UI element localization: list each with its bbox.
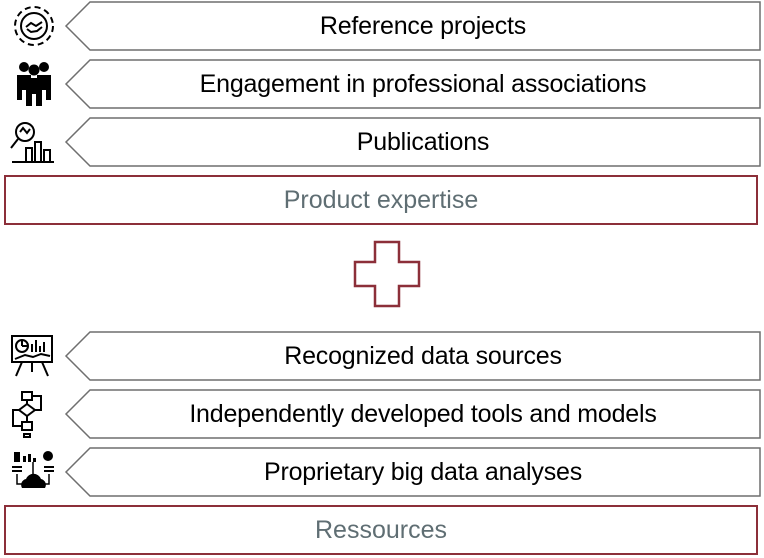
expertise-item-reference-projects: Reference projects: [0, 0, 764, 52]
banner-label: Engagement in professional associations: [199, 69, 647, 98]
banner-label: Independently developed tools and models: [189, 399, 657, 428]
banner-big-data: Proprietary big data analyses: [64, 447, 761, 497]
banner-publications: Publications: [64, 117, 761, 167]
presentation-board-icon: [6, 332, 62, 380]
banner-label: Recognized data sources: [284, 341, 562, 370]
banner-label: Publications: [356, 127, 490, 156]
resources-item-big-data: Proprietary big data analyses: [0, 446, 764, 498]
expertise-item-publications: Publications: [0, 116, 764, 168]
banner-label: Proprietary big data analyses: [264, 457, 582, 486]
banner-associations: Engagement in professional associations: [64, 59, 761, 109]
banner-label: Reference projects: [319, 11, 527, 40]
magnifier-chart-icon: [6, 118, 62, 166]
flowchart-icon: [6, 390, 62, 438]
banner-data-sources: Recognized data sources: [64, 331, 761, 381]
people-group-icon: [6, 58, 62, 110]
gear-handshake-icon: [6, 2, 62, 50]
data-cloud-icon: [6, 448, 62, 496]
plus-icon: [353, 240, 421, 308]
expertise-item-associations: Engagement in professional associations: [0, 58, 764, 110]
resources-item-data-sources: Recognized data sources: [0, 330, 764, 382]
expertise-summary-box: Product expertise: [4, 175, 758, 225]
resources-summary-box: Ressources: [4, 505, 758, 555]
resources-item-tools-models: Independently developed tools and models: [0, 388, 764, 440]
banner-reference-projects: Reference projects: [64, 1, 761, 51]
banner-tools-models: Independently developed tools and models: [64, 389, 761, 439]
